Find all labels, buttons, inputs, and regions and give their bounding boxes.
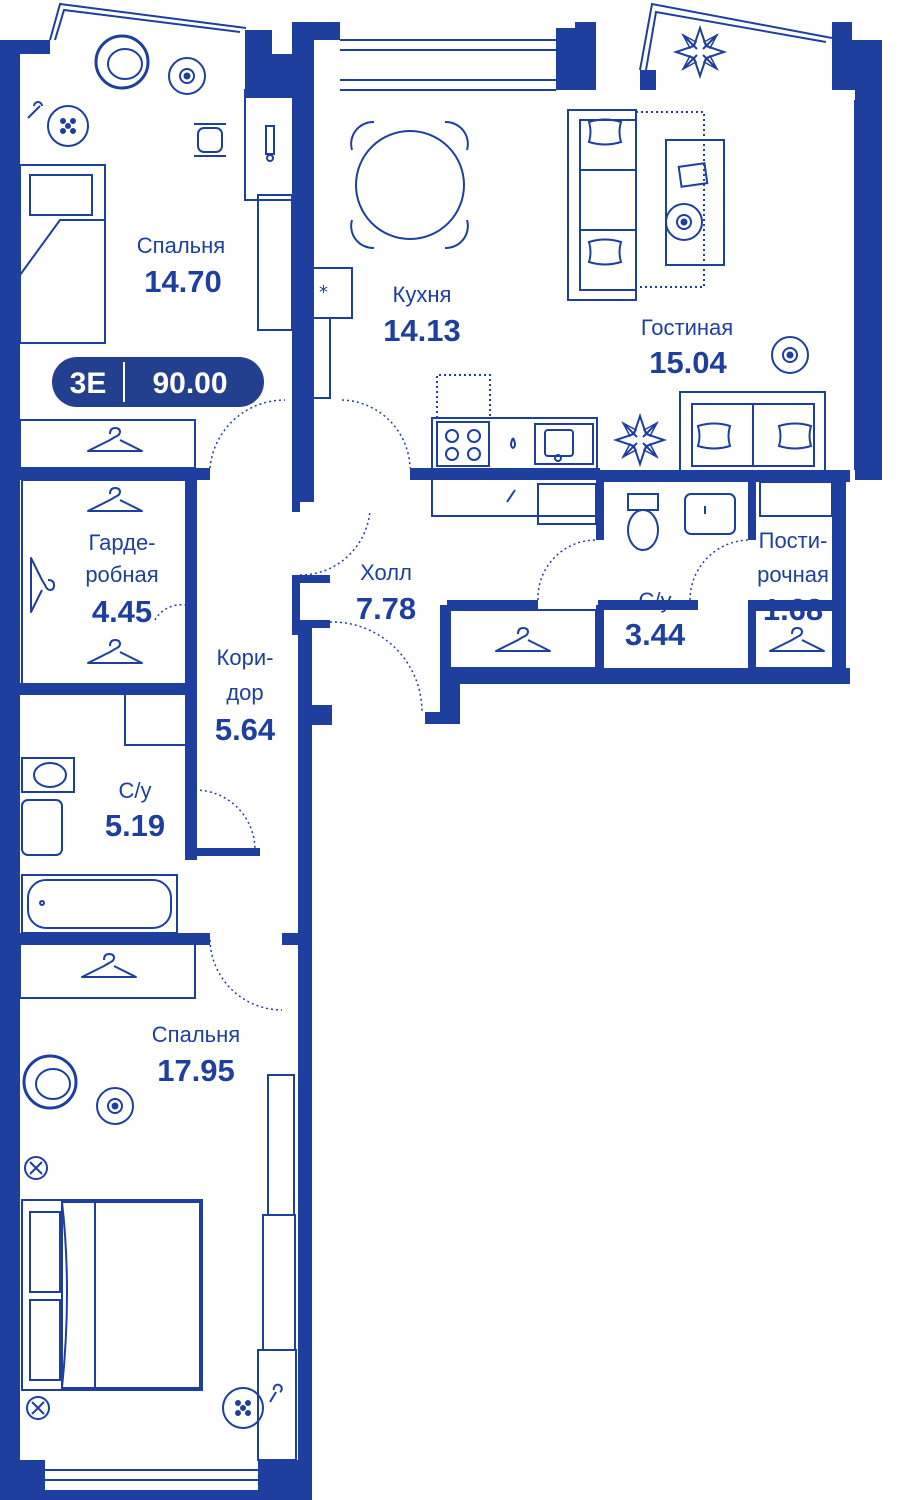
toilet-icon: [627, 493, 659, 551]
outlines: [19, 2, 873, 1481]
apartment-area: 90.00: [152, 367, 227, 400]
room-name-corridor-1: Кори-: [217, 645, 274, 670]
room-labels: Спальня 14.70 Кухня 14.13 Гостиная 15.04…: [85, 233, 829, 1088]
plant-icon: [615, 415, 665, 465]
room-name-hall: Холл: [360, 560, 412, 585]
room-area-wardrobe: 4.45: [92, 594, 152, 629]
door-swings: [154, 399, 751, 1011]
room-name-corridor-2: дор: [226, 680, 263, 705]
room-area-hall: 7.78: [356, 591, 416, 626]
room-area-bath: 5.19: [105, 808, 165, 843]
room-name-living: Гостиная: [641, 315, 733, 340]
furniture: *: [19, 27, 826, 1429]
bathtub-icon: [39, 900, 45, 906]
room-name-wc-hall: С/у: [639, 588, 672, 613]
room-area-kitchen: 14.13: [383, 313, 461, 348]
room-area-corridor: 5.64: [215, 712, 276, 747]
sofa-icon: [567, 109, 637, 301]
room-name-kitchen: Кухня: [393, 282, 452, 307]
room-name-laundry-1: Пости-: [759, 528, 828, 553]
room-name-bedroom-bottom: Спальня: [152, 1022, 240, 1047]
svg-text:*: *: [319, 282, 328, 303]
room-name-bath: С/у: [119, 778, 152, 803]
room-area-laundry: 1.68: [763, 592, 823, 627]
room-name-wardrobe-2: робная: [85, 562, 158, 587]
bed-icon: [19, 164, 106, 344]
room-name-laundry-2: рочная: [757, 562, 829, 587]
room-name-wardrobe-1: Гарде-: [88, 530, 155, 555]
sink-icon: [534, 423, 594, 465]
walls: [0, 22, 882, 1500]
room-area-wc-hall: 3.44: [625, 617, 686, 652]
room-name-bedroom-top: Спальня: [137, 233, 225, 258]
dining-table-icon: [350, 120, 469, 250]
apartment-badge: 3E 90.00: [52, 357, 264, 407]
room-area-living: 15.04: [649, 345, 727, 380]
room-area-bedroom-top: 14.70: [144, 264, 222, 299]
stove-icon: [436, 421, 490, 467]
room-area-bedroom-bottom: 17.95: [157, 1053, 235, 1088]
apartment-type: 3E: [70, 367, 107, 400]
